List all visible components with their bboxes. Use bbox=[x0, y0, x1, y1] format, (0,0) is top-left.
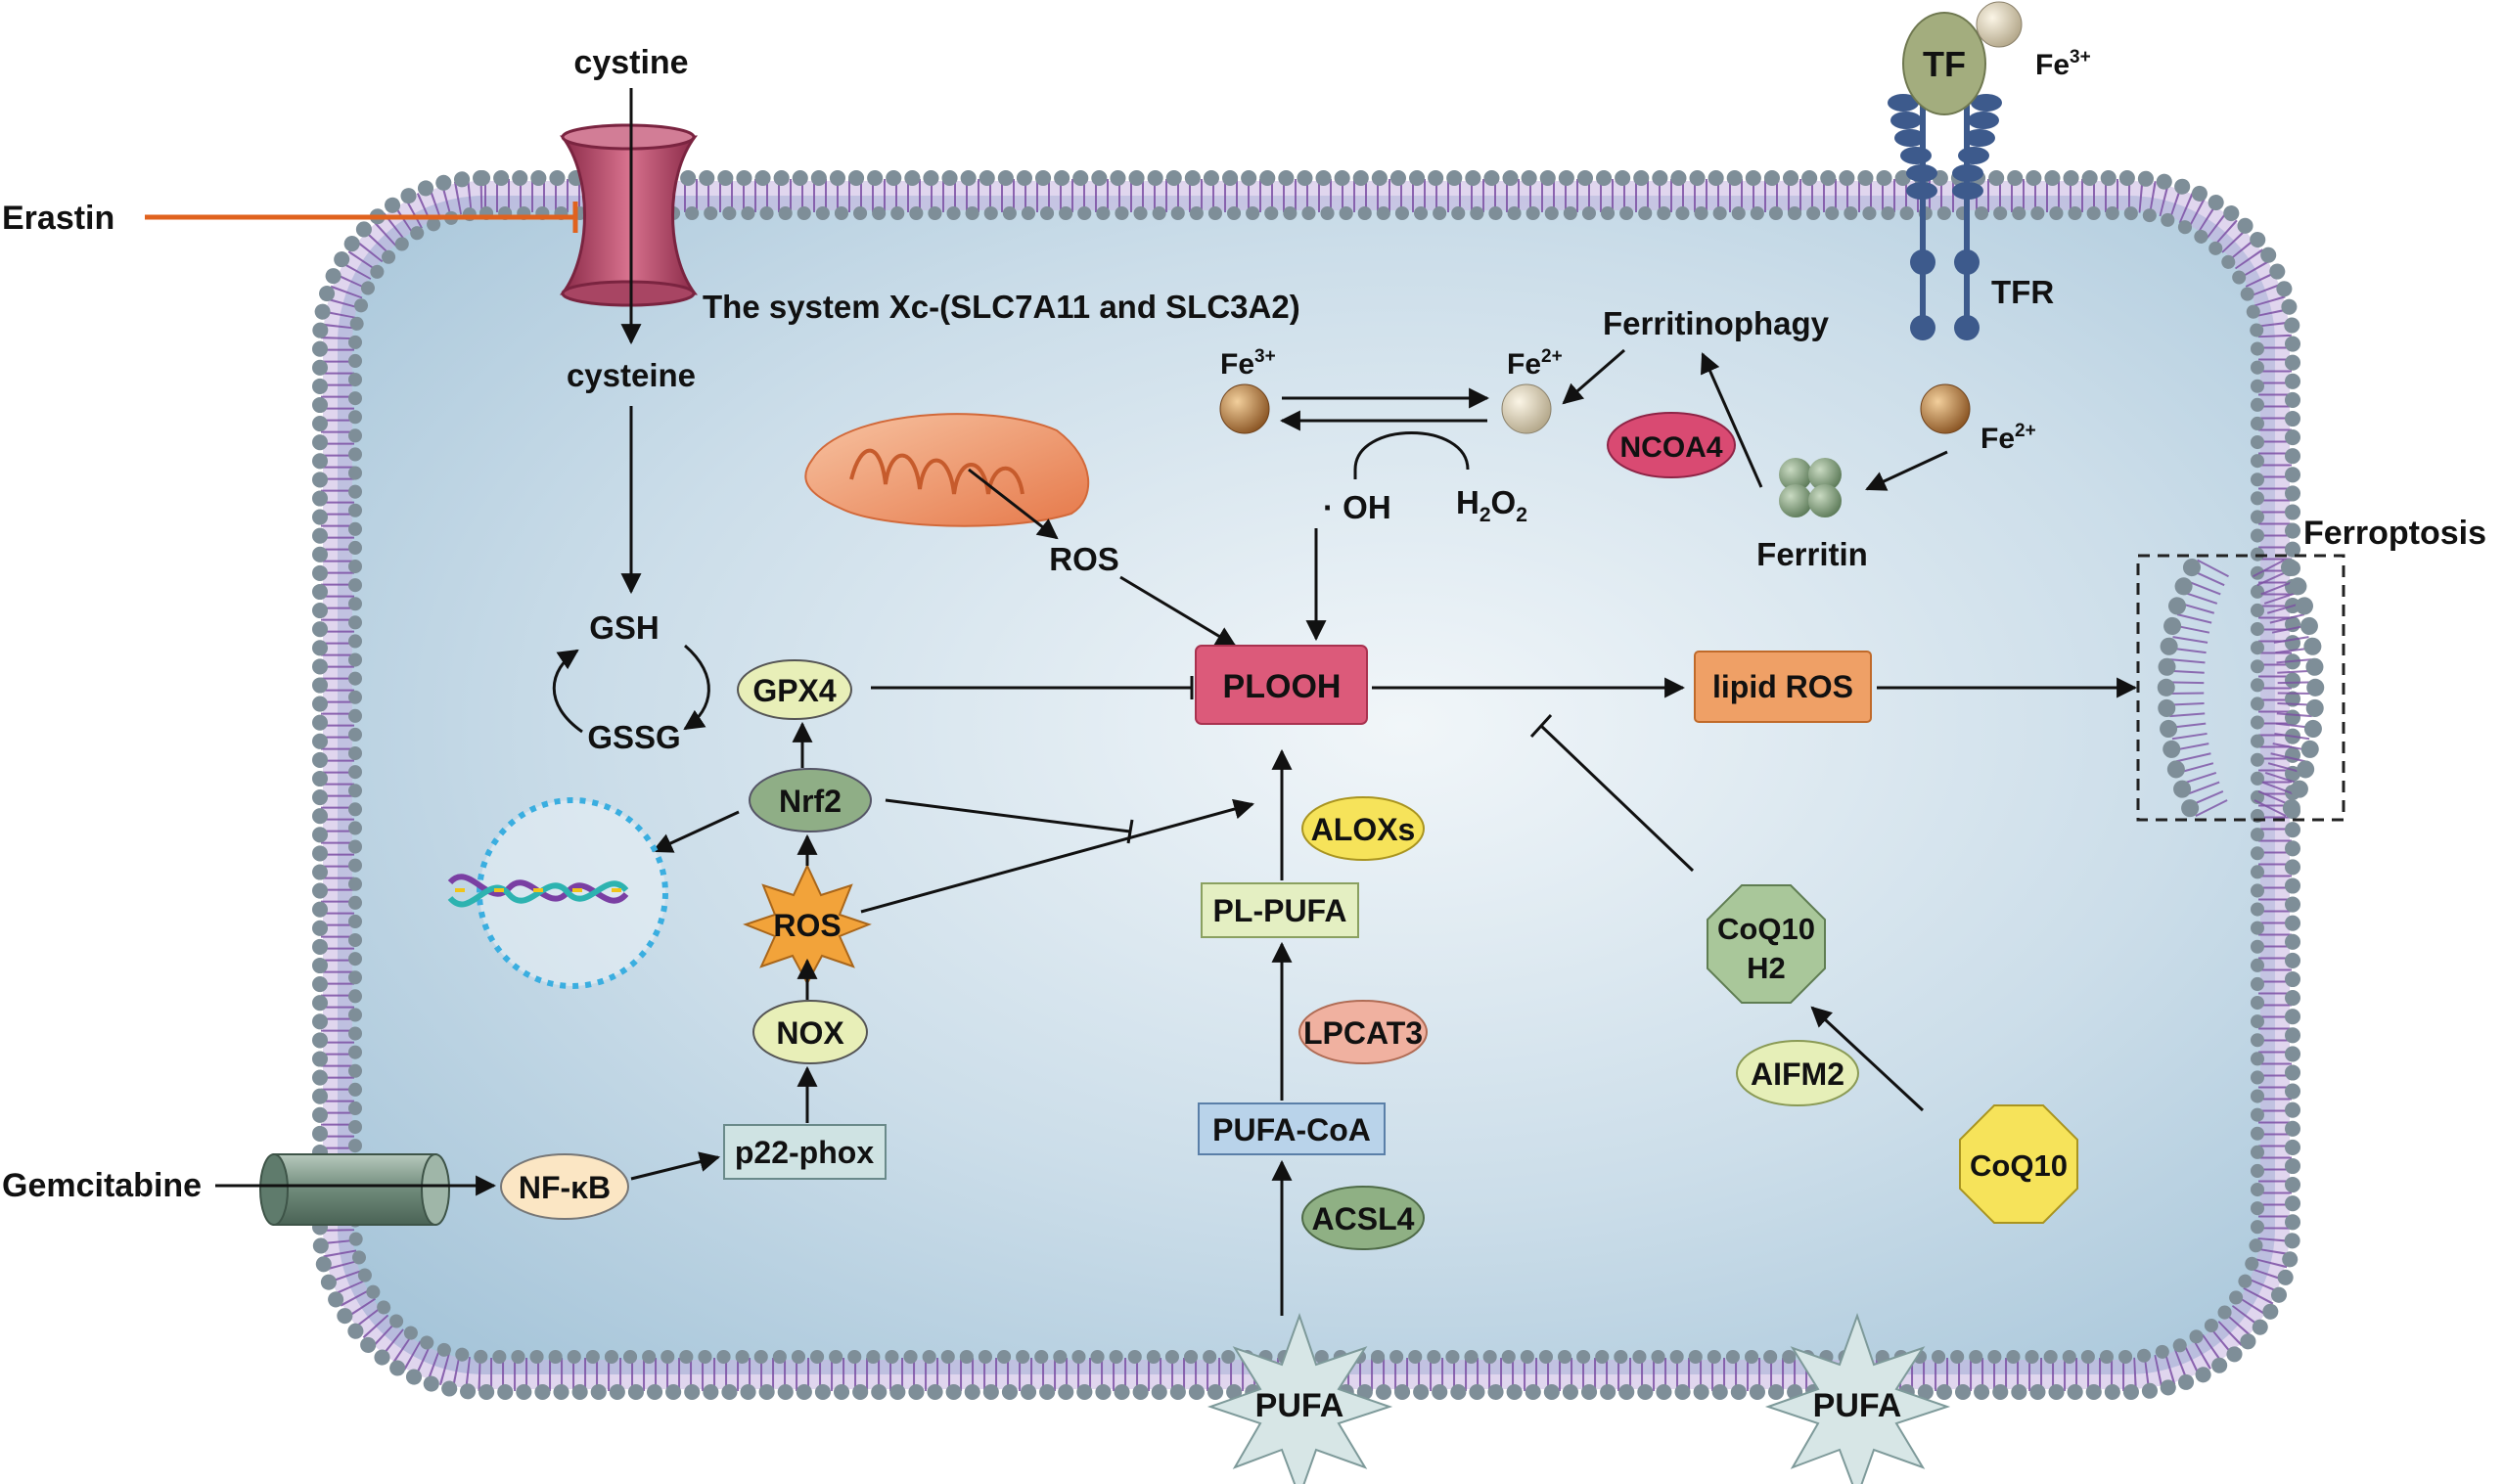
fe3-left-ball bbox=[1219, 383, 1270, 434]
h2o2-to-oh-curve bbox=[1353, 431, 1470, 479]
acsl4-label: ACSL4 bbox=[1312, 1201, 1415, 1237]
oh-label: · OH bbox=[1323, 489, 1391, 525]
mitochondrion bbox=[804, 413, 1090, 527]
dna-nucleus bbox=[447, 797, 668, 989]
plooh-node bbox=[1195, 645, 1368, 725]
nfkb-label: NF-κB bbox=[519, 1170, 611, 1205]
aifm2-label: AIFM2 bbox=[1751, 1057, 1844, 1092]
tfr-receptor bbox=[1888, 94, 2002, 340]
erastin-label: Erastin bbox=[2, 200, 114, 237]
gemcitabine-label: Gemcitabine bbox=[2, 1167, 202, 1204]
ferritin-label: Ferritin bbox=[1756, 536, 1868, 572]
coq10-to-coq10h2-arrow bbox=[1810, 1006, 1925, 1112]
system-xc-channel bbox=[560, 123, 698, 307]
alox-node bbox=[1301, 796, 1425, 861]
fe3-left-label: Fe3+ bbox=[1220, 346, 1276, 381]
pufacoa-label: PUFA-CoA bbox=[1212, 1112, 1371, 1147]
tfr-label: TFR bbox=[1991, 274, 2054, 310]
nfkb-node bbox=[500, 1153, 629, 1220]
coq10h2-node bbox=[1707, 884, 1826, 1004]
gsh-to-gssg-curve bbox=[683, 644, 710, 731]
coq10h2-inhibits-line bbox=[1539, 724, 1695, 873]
coq10h2-inhibits-bar bbox=[1529, 713, 1553, 739]
nrf2-inhibits-alox-line bbox=[885, 798, 1131, 833]
pufa-star-1 bbox=[1206, 1312, 1393, 1484]
cystine-label: cystine bbox=[573, 44, 688, 81]
p22phox-node bbox=[723, 1124, 887, 1180]
lipid-ros-label: lipid ROS bbox=[1712, 669, 1853, 704]
plpufa-node bbox=[1201, 882, 1359, 938]
ferritinophagy-label: Ferritinophagy bbox=[1603, 305, 1830, 341]
ncoa4-label: NCOA4 bbox=[1619, 431, 1722, 464]
ros-mito-to-plooh-arrow bbox=[1119, 575, 1237, 648]
aifm2-node bbox=[1736, 1040, 1859, 1106]
fe2-mid-ball bbox=[1501, 383, 1552, 434]
nrf2-label: Nrf2 bbox=[779, 784, 842, 819]
system-xc-label: The system Xc-(SLC7A11 and SLC3A2) bbox=[703, 289, 1300, 325]
gpx4-label: GPX4 bbox=[752, 673, 837, 708]
fe3-top-ball bbox=[1976, 1, 2023, 48]
ferritin-to-ferritinophagy-arrow bbox=[1701, 352, 1763, 488]
tf-label: TF bbox=[1923, 44, 1966, 84]
gssg-to-gsh-curve bbox=[552, 649, 583, 734]
pufa-1-label: PUFA bbox=[1255, 1387, 1344, 1424]
fe3-top-label: Fe3+ bbox=[2035, 47, 2091, 81]
lpcat3-node bbox=[1298, 1000, 1428, 1064]
cysteine-label: cysteine bbox=[567, 357, 696, 393]
nox-label: NOX bbox=[776, 1015, 844, 1051]
coq10h2-line1: CoQ10 bbox=[1717, 912, 1815, 946]
ferroptosis-pore bbox=[2136, 554, 2345, 822]
ros-star-label: ROS bbox=[773, 908, 841, 943]
h2o2-label: H2O2 bbox=[1456, 484, 1527, 526]
p22phox-label: p22-phox bbox=[735, 1135, 874, 1170]
fe2-right-label: Fe2+ bbox=[1980, 421, 2036, 455]
fe2-right-to-ferritin-arrow bbox=[1865, 450, 1948, 491]
gsh-label: GSH bbox=[589, 609, 660, 646]
ferroptosis-label: Ferroptosis bbox=[2303, 515, 2486, 552]
plpufa-label: PL-PUFA bbox=[1213, 893, 1347, 928]
ferritin-cluster bbox=[1779, 458, 1842, 517]
ferritinophagy-to-fe2-arrow bbox=[1562, 348, 1625, 405]
fe2-mid-label: Fe2+ bbox=[1507, 346, 1563, 381]
lipid-ros-node bbox=[1694, 651, 1872, 723]
ros-to-plooh-arrow bbox=[860, 798, 1255, 914]
nrf2-node bbox=[749, 768, 872, 832]
plooh-label: PLOOH bbox=[1223, 668, 1342, 705]
tf-node bbox=[1902, 12, 1986, 115]
mito-to-ros-arrow bbox=[968, 468, 1059, 540]
nrf2-to-dna-arrow bbox=[652, 810, 740, 853]
acsl4-node bbox=[1301, 1186, 1425, 1250]
ncoa4-node bbox=[1607, 412, 1736, 478]
gssg-label: GSSG bbox=[587, 719, 680, 755]
lpcat3-label: LPCAT3 bbox=[1303, 1015, 1423, 1051]
membrane-tails bbox=[321, 179, 2292, 1391]
mito-ros-label: ROS bbox=[1049, 541, 1119, 577]
gemcitabine-channel bbox=[259, 1153, 450, 1226]
nox-node bbox=[752, 1000, 868, 1064]
pufacoa-node bbox=[1198, 1102, 1386, 1155]
fe2-right-ball bbox=[1920, 383, 1971, 434]
gpx4-node bbox=[737, 659, 852, 720]
nfkb-to-p22phox-arrow bbox=[630, 1151, 721, 1181]
coq10-node bbox=[1959, 1104, 2078, 1224]
pufa-star-2 bbox=[1764, 1312, 1951, 1484]
coq10h2-line2: H2 bbox=[1747, 951, 1786, 985]
alox-label: ALOXs bbox=[1311, 812, 1416, 847]
coq10-label: CoQ10 bbox=[1970, 1148, 2068, 1183]
pufa-2-label: PUFA bbox=[1813, 1387, 1902, 1424]
